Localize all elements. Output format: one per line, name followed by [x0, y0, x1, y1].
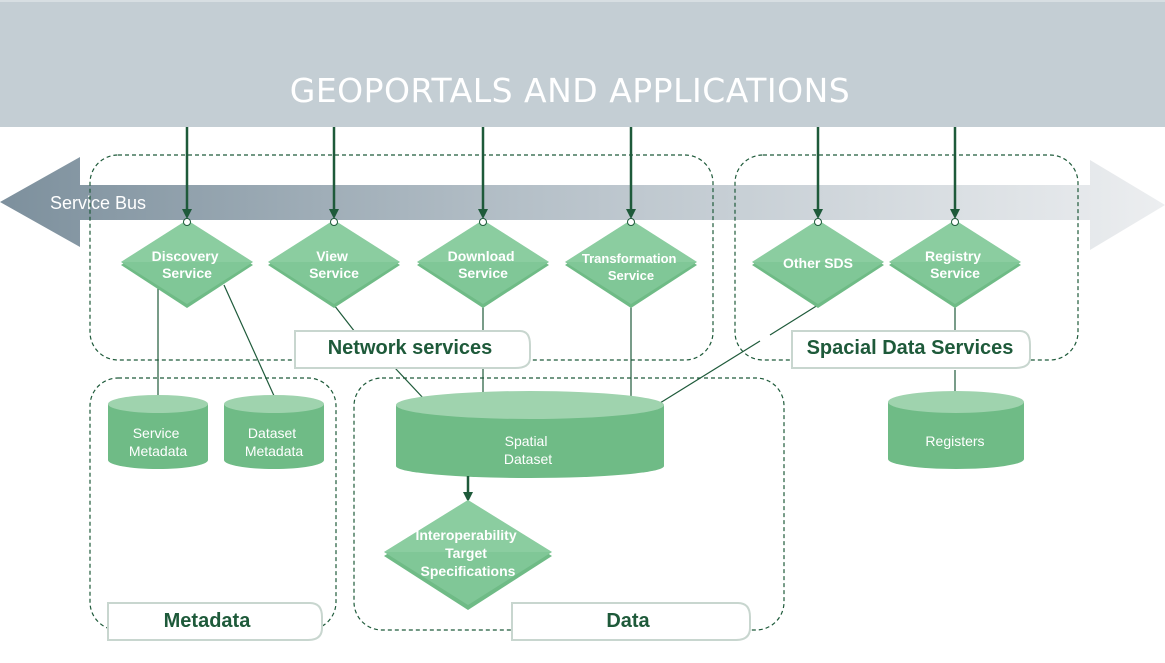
spatial-dataset-label-2: Dataset — [504, 451, 552, 467]
registry-label-2: Service — [930, 265, 980, 281]
discovery-label-2: Service — [162, 265, 212, 281]
spacial-data-services-tab: Spacial Data Services — [791, 330, 1031, 369]
other-sds-label: Other SDS — [783, 255, 853, 271]
svg-text:Registry Service: Registry Service — [925, 248, 985, 281]
spatial-dataset-store: Spatial Dataset — [396, 391, 664, 478]
interoperability-specs-node: Interoperability Target Specifications — [384, 500, 552, 610]
service-bus: Service Bus — [0, 157, 1165, 250]
edge-view-spatial-dataset — [394, 367, 426, 401]
other-sds-node: Other SDS — [752, 218, 884, 308]
view-label-1: View — [316, 248, 348, 264]
discovery-label-1: Discovery — [152, 248, 219, 264]
svg-text:Interoperability Target: Interoperability Target Specifications — [415, 527, 520, 579]
transformation-service-node: Transformation Service — [565, 218, 697, 308]
edge-other-sds-a — [769, 304, 819, 336]
registry-label-1: Registry — [925, 248, 981, 264]
spacial-data-services-label: Spacial Data Services — [807, 337, 1014, 359]
svg-text:View Service: View Service — [309, 248, 359, 281]
registry-service-node: Registry Service — [889, 218, 1021, 308]
dataset-metadata-store: Dataset Metadata — [224, 395, 324, 469]
download-service-node: Download Service — [417, 218, 549, 308]
data-label: Data — [606, 610, 650, 632]
registers-store: Registers — [888, 391, 1024, 469]
download-label-2: Service — [458, 265, 508, 281]
download-label-1: Download — [448, 248, 515, 264]
svg-text:Service Metadata: Service Metadata — [129, 425, 188, 459]
svg-text:Transformation Service: Transformation Service — [582, 251, 680, 283]
banner-arrows — [182, 127, 960, 219]
service-metadata-store: Service Metadata — [108, 395, 208, 469]
data-tab: Data — [511, 602, 751, 641]
transformation-label-2: Service — [608, 268, 654, 283]
banner-title: GEOPORTALS AND APPLICATIONS — [290, 71, 851, 110]
metadata-label: Metadata — [164, 610, 252, 632]
interoperability-label-2: Target — [445, 545, 487, 561]
svg-text:Spatial Dataset: Spatial Dataset — [504, 433, 552, 467]
spatial-dataset-label-1: Spatial — [505, 433, 548, 449]
svg-text:Other SDS: Other SDS — [783, 255, 853, 271]
network-services-label: Network services — [328, 337, 493, 359]
dataset-metadata-label-1: Dataset — [248, 425, 296, 441]
edge-view-network — [333, 304, 356, 333]
service-metadata-label-1: Service — [133, 425, 180, 441]
edge-other-sds-spatial-dataset — [659, 340, 761, 404]
service-metadata-label-2: Metadata — [129, 443, 188, 459]
transformation-label-1: Transformation — [582, 251, 677, 266]
edge-discovery-dataset-metadata — [223, 284, 276, 399]
dataset-metadata-label-2: Metadata — [245, 443, 304, 459]
registers-label: Registers — [925, 433, 984, 449]
interoperability-label-3: Specifications — [421, 563, 516, 579]
svg-text:Dataset Metadata: Dataset Metadata — [245, 425, 304, 459]
service-bus-label: Service Bus — [50, 193, 146, 213]
network-services-tab: Network services — [294, 330, 531, 369]
discovery-service-node: Discovery Service — [121, 218, 253, 308]
view-label-2: Service — [309, 265, 359, 281]
svg-text:Discovery Service: Discovery Service — [152, 248, 223, 281]
interoperability-label-1: Interoperability — [415, 527, 516, 543]
geoportals-banner: GEOPORTALS AND APPLICATIONS — [0, 0, 1165, 127]
view-service-node: View Service — [268, 218, 400, 308]
svg-text:Download Service: Download Service — [448, 248, 519, 281]
metadata-tab: Metadata — [107, 602, 323, 641]
